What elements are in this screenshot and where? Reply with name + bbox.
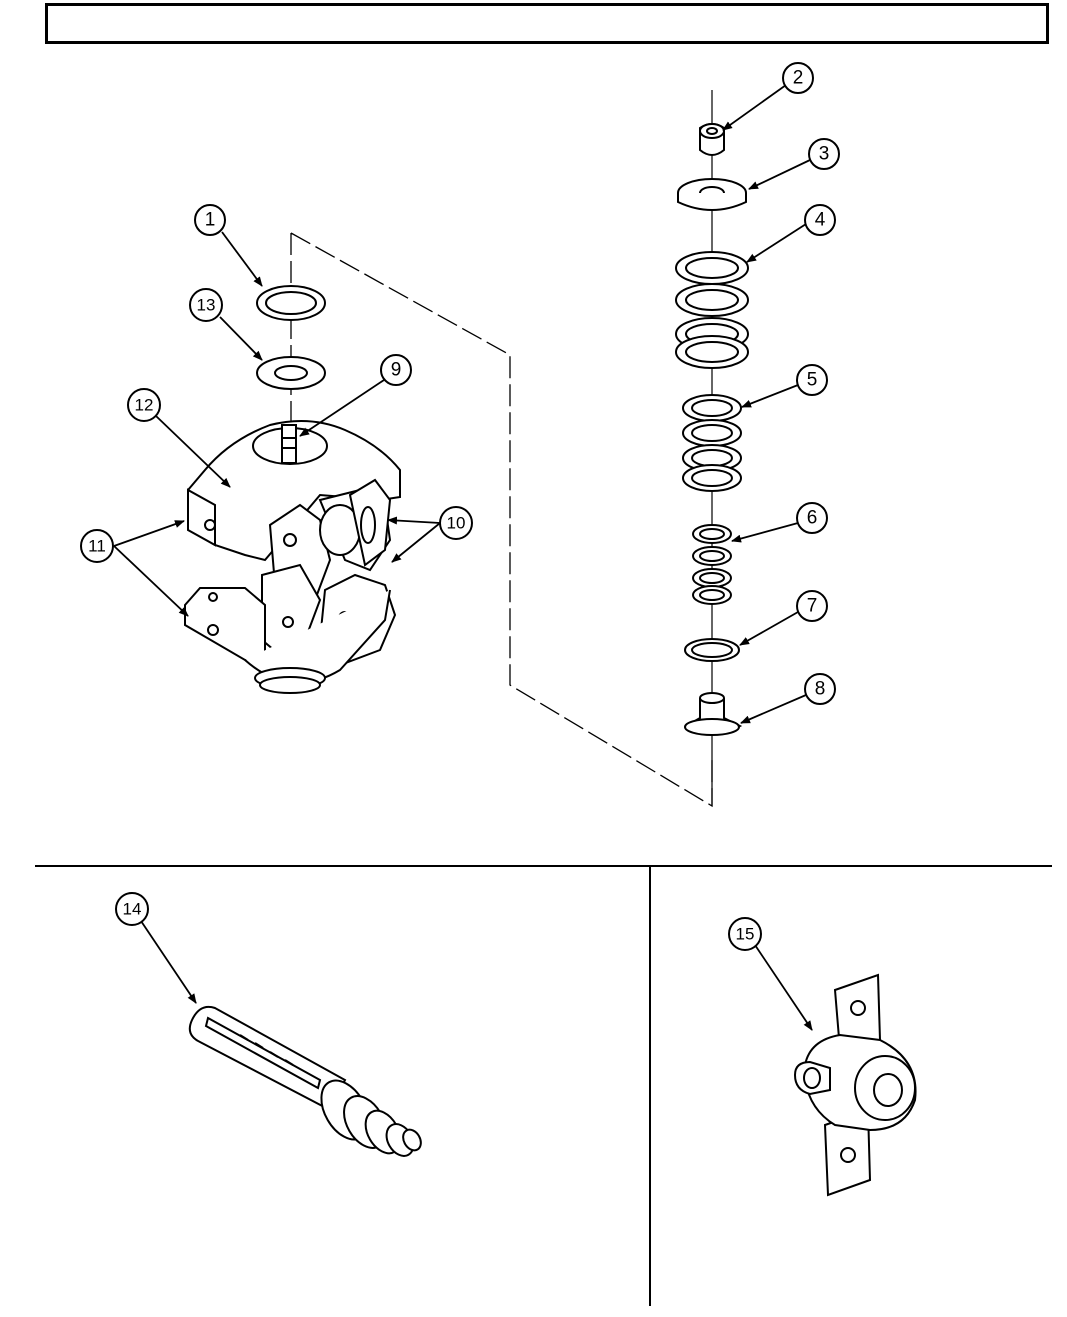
callout-12: 12: [128, 389, 160, 421]
callout-13: 13: [190, 289, 222, 321]
callout-4: 4: [805, 205, 835, 235]
svg-text:4: 4: [815, 210, 826, 231]
callout-2: 2: [783, 63, 813, 93]
callout-15: 15: [729, 918, 761, 950]
svg-text:10: 10: [447, 514, 466, 533]
callout-14: 14: [116, 893, 148, 925]
callout-8: 8: [805, 674, 835, 704]
svg-text:3: 3: [819, 144, 830, 165]
svg-text:7: 7: [807, 596, 818, 617]
callout-7: 7: [797, 591, 827, 621]
callout-3: 3: [809, 139, 839, 169]
svg-text:1: 1: [205, 210, 216, 231]
governor-assembly: [185, 286, 400, 693]
svg-text:15: 15: [736, 925, 755, 944]
svg-text:14: 14: [123, 900, 142, 919]
callout-11: 11: [81, 530, 113, 562]
callout-9: 9: [381, 355, 411, 385]
spring-part-5: [683, 395, 741, 491]
spring-part-6: [693, 525, 731, 604]
callout-6: 6: [797, 503, 827, 533]
shaft-part-14: [190, 1007, 425, 1161]
svg-text:6: 6: [807, 508, 818, 529]
svg-text:2: 2: [793, 68, 804, 89]
bracket-part-15: [795, 975, 916, 1195]
svg-text:8: 8: [815, 679, 826, 700]
callout-1: 1: [195, 205, 225, 235]
svg-text:12: 12: [135, 396, 154, 415]
svg-text:11: 11: [88, 537, 106, 556]
spring-part-4: [676, 252, 748, 368]
callout-10: 10: [440, 507, 472, 539]
svg-text:13: 13: [197, 296, 216, 315]
callout-5: 5: [797, 365, 827, 395]
svg-text:9: 9: [391, 360, 402, 381]
svg-text:5: 5: [807, 370, 818, 391]
